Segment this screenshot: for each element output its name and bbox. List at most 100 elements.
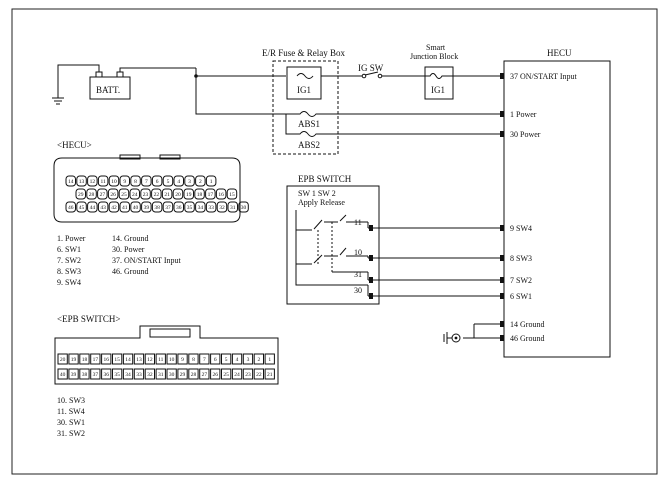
connector-pin-number: 24 (234, 372, 240, 378)
connector-pin-cell (231, 353, 243, 365)
connector-pin-number: 38 (154, 205, 160, 211)
connector-pin-number: 22 (256, 372, 262, 378)
connector-pin-number: 23 (245, 372, 251, 378)
hecu-pin-terminal (500, 293, 504, 299)
connector-pin-number: 16 (218, 192, 224, 198)
connector-pin-number: 32 (219, 205, 225, 211)
er-fuse-relay-box: E/R Fuse & Relay Box IG1 ABS1 ABS2 (262, 48, 345, 155)
connector-pin-cell (221, 353, 232, 365)
hecu-connector-latch (159, 154, 181, 160)
connector-pin-cell (166, 368, 177, 380)
hecu-pin-terminal (500, 131, 504, 137)
connector-pin-cell (108, 175, 120, 187)
connector-pin-number: 34 (198, 205, 204, 211)
connector-pin-cell (90, 353, 101, 365)
connector-pin-cell (253, 353, 264, 365)
hecu-pin-terminal (500, 277, 504, 283)
connector-pin-cell (65, 175, 76, 187)
connector-pin-number: 40 (133, 205, 139, 211)
connector-pin-cell (122, 353, 134, 365)
hecu-legend-item: 30. Power (112, 245, 145, 254)
connector-pin-number: 11 (158, 357, 164, 363)
connector-pin-cell (141, 175, 152, 187)
connector-pin-number: 13 (136, 357, 142, 363)
connector-pin-cell (68, 368, 79, 380)
epb-pin-terminal (369, 293, 373, 299)
connector-pin-number: 44 (90, 205, 96, 211)
connector-pin-cell (188, 353, 199, 365)
connector-pin-cell (205, 175, 217, 187)
connector-pin-cell (90, 368, 101, 380)
connector-pin-cell (101, 368, 112, 380)
epb-switch: EPB SWITCH SW 1 SW 2 Apply Release 11103… (286, 174, 500, 305)
connector-pin-cell (87, 201, 98, 213)
connector-pin-cell (173, 175, 184, 187)
connector-pin-cell (130, 175, 141, 187)
outer-frame (11, 8, 658, 475)
connector-pin-cell (210, 353, 221, 365)
connector-pin-cell (205, 201, 217, 213)
connector-pin-cell (144, 368, 155, 380)
connector-pin-number: 2 (257, 357, 260, 363)
epb-pin-terminal (369, 255, 373, 261)
connector-pin-number: 37 (165, 205, 171, 211)
connector-pin-number: 21 (164, 192, 170, 198)
hecu-pin-label: 14 Ground (510, 320, 544, 329)
connector-pin-number: 25 (121, 192, 127, 198)
connector-pin-number: 29 (78, 192, 84, 198)
hecu-legend-item: 14. Ground (112, 234, 148, 243)
abs1-fuse-icon (286, 111, 335, 117)
connector-pin-number: 17 (208, 192, 214, 198)
connector-pin-number: 10 (169, 357, 175, 363)
connector-pin-number: 27 (202, 372, 208, 378)
connector-pin-cell (151, 188, 162, 200)
hecu-connector-title: <HECU> (57, 140, 92, 150)
connector-pin-cell (107, 188, 119, 200)
epb-connector-latch (149, 328, 191, 338)
sjb-title-line2: Junction Block (410, 52, 458, 61)
connector-pin-number: 26 (110, 192, 116, 198)
battery-box (89, 76, 131, 100)
ground-symbol-battery (52, 97, 64, 105)
connector-pin-number: 10 (111, 179, 117, 185)
connector-pin-cell (119, 201, 130, 213)
epb-pin-label: 31 (354, 270, 362, 279)
epb-pin-label: 10 (354, 248, 362, 257)
connector-pin-cell (226, 188, 238, 200)
sjb-title-line1: Smart (426, 43, 446, 52)
connector-pin-number: 8 (134, 179, 137, 185)
connector-pin-cell (173, 201, 184, 213)
connector-pin-cell (65, 201, 76, 213)
epb-pin-label: 11 (354, 218, 362, 227)
connector-pin-cell (188, 368, 199, 380)
connector-pin-number: 27 (100, 192, 106, 198)
connector-pin-cell (57, 353, 68, 365)
connector-pin-cell (144, 353, 155, 365)
connector-pin-cell (57, 368, 68, 380)
hecu-pin-terminal (500, 225, 504, 231)
wire-to-abs-fuses (195, 76, 286, 115)
connector-pin-number: 17 (93, 357, 99, 363)
connector-pin-cell (133, 368, 145, 380)
connector-pin-number: 16 (104, 357, 110, 363)
connector-pin-cell (75, 188, 86, 200)
connector-pin-cell (76, 201, 87, 213)
connector-pin-number: 7 (203, 357, 206, 363)
connector-pin-cell (108, 201, 120, 213)
hecu-connector-outline (53, 157, 241, 223)
hecu-box (503, 60, 611, 358)
connector-pin-number: 40 (60, 372, 66, 378)
battery: BATT. (89, 71, 131, 100)
connector-pin-cell (264, 368, 275, 380)
epb-pin-label: 30 (354, 286, 362, 295)
connector-pin-cell (215, 188, 227, 200)
connector-pin-cell (177, 353, 188, 365)
hecu-connector-latch (119, 154, 141, 160)
connector-pin-number: 3 (188, 179, 191, 185)
hecu-pin-terminal (500, 321, 504, 327)
